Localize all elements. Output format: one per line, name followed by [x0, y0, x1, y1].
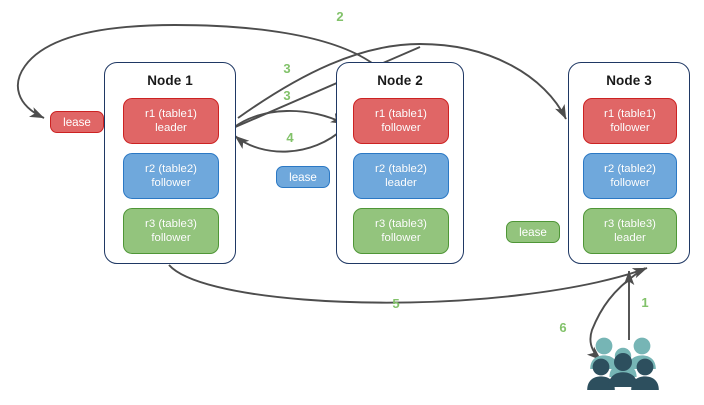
- replica-name: r3 (table3): [145, 217, 197, 230]
- lease-badge-r2[interactable]: lease: [276, 166, 330, 188]
- replica-role: follower: [610, 177, 650, 189]
- node-container-node2[interactable]: Node 2 r1 (table1) follower r2 (table2) …: [336, 62, 464, 264]
- step-label-4: 4: [286, 130, 294, 145]
- replica-name: r1 (table1): [604, 107, 656, 120]
- lease-badge-r3[interactable]: lease: [506, 221, 560, 243]
- replica-node3-r2[interactable]: r2 (table2) follower: [583, 153, 677, 199]
- node-title-node1: Node 1: [147, 73, 193, 88]
- replica-role: follower: [151, 232, 191, 244]
- replica-role: follower: [610, 122, 650, 134]
- step-label-3b: 3: [283, 88, 291, 103]
- clients-people-icon: [587, 337, 659, 390]
- replica-node1-r2[interactable]: r2 (table2) follower: [123, 153, 219, 199]
- replica-node3-r3[interactable]: r3 (table3) leader: [583, 208, 677, 254]
- replica-node2-r3[interactable]: r3 (table3) follower: [353, 208, 449, 254]
- replica-name: r1 (table1): [375, 107, 427, 120]
- replica-role: follower: [381, 232, 421, 244]
- replica-role: follower: [151, 177, 191, 189]
- node-container-node1[interactable]: Node 1 r1 (table1) leader r2 (table2) fo…: [104, 62, 236, 264]
- node-container-node3[interactable]: Node 3 r1 (table1) follower r2 (table2) …: [568, 62, 690, 264]
- replica-node3-r1[interactable]: r1 (table1) follower: [583, 98, 677, 144]
- lease-badge-r1[interactable]: lease: [50, 111, 104, 133]
- step-label-1: 1: [641, 295, 649, 310]
- replica-node1-r3[interactable]: r3 (table3) follower: [123, 208, 219, 254]
- arrow-step-3: [232, 110, 346, 129]
- arrow-step-5: [168, 264, 648, 304]
- replica-role: leader: [155, 122, 187, 134]
- replica-role: leader: [385, 177, 417, 189]
- step-label-5: 5: [392, 296, 400, 311]
- replica-role: follower: [381, 122, 421, 134]
- replica-name: r2 (table2): [604, 162, 656, 175]
- node-title-node3: Node 3: [606, 73, 652, 88]
- step-label-3a: 3: [283, 61, 291, 76]
- step-label-6: 6: [559, 320, 567, 335]
- replica-name: r2 (table2): [145, 162, 197, 175]
- step-label-2: 2: [336, 9, 344, 24]
- replica-name: r3 (table3): [604, 217, 656, 230]
- replica-node2-r2[interactable]: r2 (table2) leader: [353, 153, 449, 199]
- replica-node1-r1[interactable]: r1 (table1) leader: [123, 98, 219, 144]
- replica-role: leader: [614, 232, 646, 244]
- node-title-node2: Node 2: [377, 73, 423, 88]
- replica-name: r2 (table2): [375, 162, 427, 175]
- replica-name: r1 (table1): [145, 107, 197, 120]
- replica-name: r3 (table3): [375, 217, 427, 230]
- replica-node2-r1[interactable]: r1 (table1) follower: [353, 98, 449, 144]
